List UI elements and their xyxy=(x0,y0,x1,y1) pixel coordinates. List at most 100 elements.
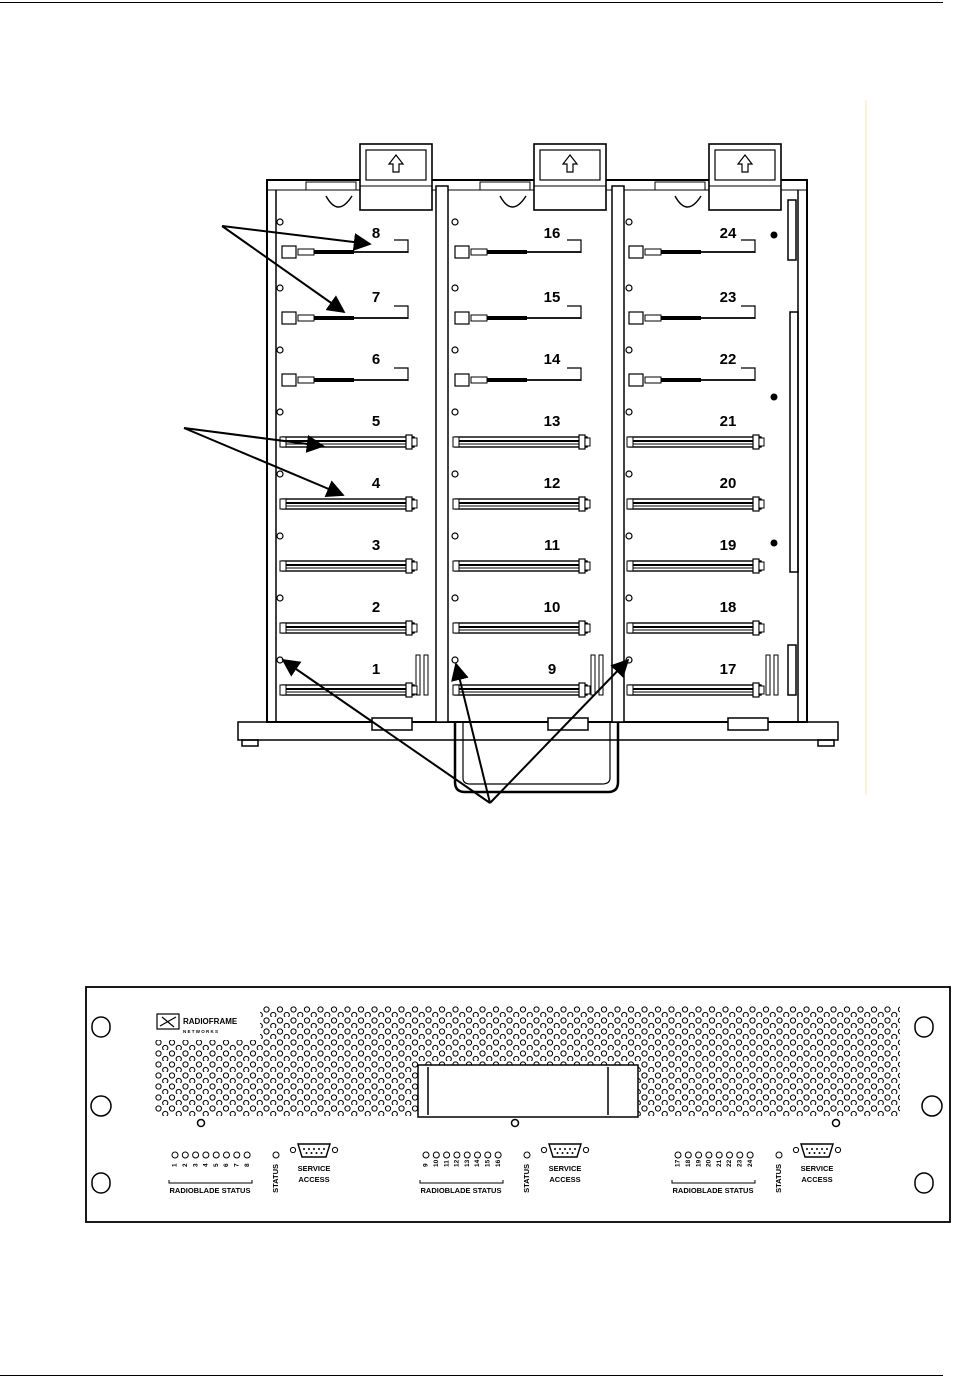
blade-status-number: 24 xyxy=(747,1159,754,1167)
blade-status-number: 3 xyxy=(192,1163,199,1167)
blade-status-led xyxy=(243,1151,251,1159)
status-led xyxy=(775,1151,783,1159)
blade-status-led xyxy=(746,1151,754,1159)
service-access-port[interactable] xyxy=(792,1143,842,1158)
blade-status-led xyxy=(695,1151,703,1159)
screw xyxy=(451,346,459,354)
slot-label-6: 6 xyxy=(372,351,380,368)
slot-label-13: 13 xyxy=(544,413,561,430)
slot-label-2: 2 xyxy=(372,599,380,616)
blade-status-number: 14 xyxy=(474,1159,481,1167)
slot-label-14: 14 xyxy=(544,351,561,368)
blade-slot-11 xyxy=(452,558,591,574)
screw xyxy=(276,346,284,354)
slot-label-22: 22 xyxy=(720,351,737,368)
screw xyxy=(276,656,284,664)
screw xyxy=(276,284,284,292)
chassis-top-view xyxy=(237,179,839,794)
up-arrow-icon xyxy=(736,154,754,173)
access-label: ACCESS xyxy=(549,1175,580,1184)
screw xyxy=(276,594,284,602)
screw xyxy=(625,346,633,354)
service-access-port[interactable] xyxy=(289,1143,339,1158)
blade-slot-19 xyxy=(626,558,765,574)
blade-status-number: 13 xyxy=(464,1159,471,1167)
blade-slot-9 xyxy=(452,682,591,698)
blade-status-led xyxy=(684,1151,692,1159)
blade-slot-20 xyxy=(626,496,765,512)
blade-slot-12 xyxy=(452,496,591,512)
blade-slot-1 xyxy=(279,682,418,698)
blade-slot-7 xyxy=(281,305,409,325)
slot-label-15: 15 xyxy=(544,289,561,306)
slot-label-8: 8 xyxy=(372,225,380,242)
blade-status-number: 8 xyxy=(244,1163,251,1167)
blade-slot-2 xyxy=(279,620,418,636)
blade-slot-4 xyxy=(279,496,418,512)
fan-module-1 xyxy=(305,143,433,211)
screw xyxy=(451,284,459,292)
slot-label-1: 1 xyxy=(372,661,380,678)
status-led xyxy=(523,1151,531,1159)
blade-status-led xyxy=(484,1151,492,1159)
blade-slot-14 xyxy=(454,367,582,387)
blade-status-number: 16 xyxy=(495,1159,502,1167)
blade-status-number: 4 xyxy=(203,1163,210,1167)
blade-slot-24 xyxy=(628,239,756,259)
blade-status-led xyxy=(443,1151,451,1159)
screw xyxy=(276,408,284,416)
blade-slot-22 xyxy=(628,367,756,387)
blade-slot-16 xyxy=(454,239,582,259)
service-access-port[interactable] xyxy=(540,1143,590,1158)
slot-label-5: 5 xyxy=(372,413,380,430)
screw xyxy=(625,218,633,226)
blade-status-led xyxy=(181,1151,189,1159)
service-label: SERVICE xyxy=(549,1164,582,1173)
chassis-screws xyxy=(276,218,778,664)
blade-status-number: 12 xyxy=(454,1159,461,1167)
blade-status-number: 1 xyxy=(172,1163,179,1167)
slot-label-23: 23 xyxy=(720,289,737,306)
arrow-to-slot-8 xyxy=(221,225,372,251)
screw xyxy=(451,594,459,602)
arrow-to-slot-7 xyxy=(221,225,346,314)
arrow-to-left-wall xyxy=(281,658,491,804)
slot-label-18: 18 xyxy=(720,599,737,616)
brand-name: RADIOFRAME xyxy=(183,1017,238,1026)
slot-label-21: 21 xyxy=(720,413,737,430)
screw xyxy=(451,408,459,416)
blade-slots xyxy=(279,239,765,698)
arrow-to-middle-wall xyxy=(451,662,491,804)
blade-slot-15 xyxy=(454,305,582,325)
blade-status-number: 23 xyxy=(737,1159,744,1167)
service-label: SERVICE xyxy=(298,1164,331,1173)
blade-status-led xyxy=(223,1151,230,1159)
status-label: STATUS xyxy=(271,1164,280,1193)
slot-label-20: 20 xyxy=(720,475,737,492)
arrow-to-slot-5 xyxy=(183,427,325,453)
hex-nut xyxy=(770,539,778,547)
blade-status-led xyxy=(674,1151,682,1159)
blade-status-number: 17 xyxy=(675,1159,682,1167)
blade-status-number: 15 xyxy=(485,1159,492,1167)
arrow-to-slot-4 xyxy=(183,427,345,498)
screw xyxy=(625,470,633,478)
access-label: ACCESS xyxy=(298,1175,329,1184)
screw xyxy=(451,218,459,226)
blade-status-led xyxy=(453,1151,461,1159)
blade-slot-21 xyxy=(626,434,765,450)
blade-status-led xyxy=(192,1151,200,1159)
blade-status-number: 5 xyxy=(213,1163,220,1167)
blade-status-led xyxy=(705,1151,713,1159)
blade-status-number: 10 xyxy=(433,1159,440,1167)
blade-slot-17 xyxy=(626,682,765,698)
blade-status-number: 21 xyxy=(716,1159,723,1167)
brand-subtitle: N E T W O R K S xyxy=(183,1029,218,1034)
status-label: STATUS xyxy=(522,1164,531,1193)
hex-nut xyxy=(770,393,778,401)
